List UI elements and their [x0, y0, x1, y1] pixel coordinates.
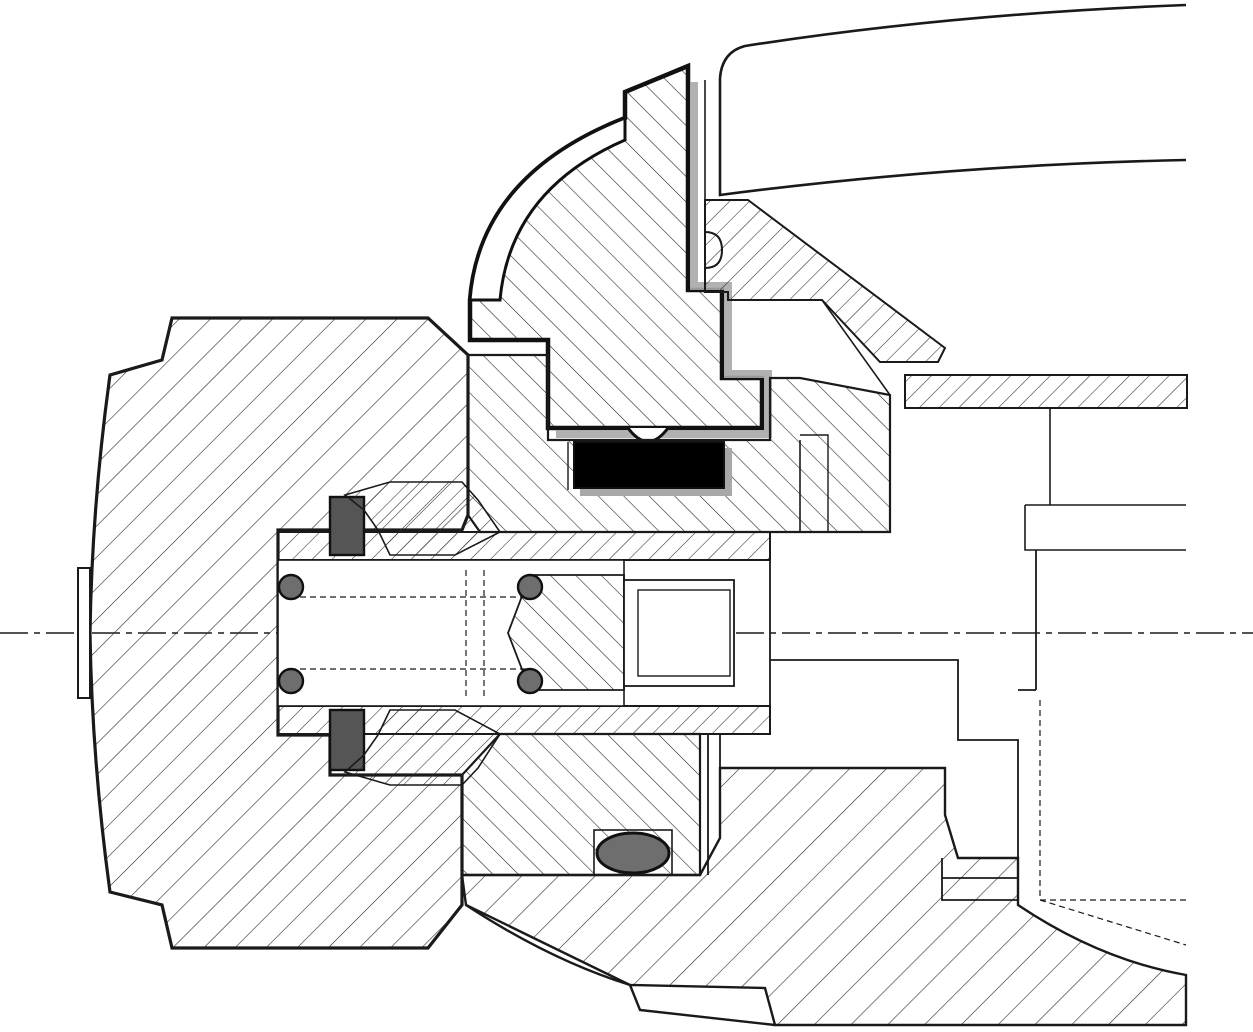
valve-cone: [507, 574, 625, 691]
top-plate: [904, 374, 1188, 409]
right-step: [1024, 504, 1186, 551]
housing-groove: [800, 434, 829, 532]
lower-retainer: [343, 709, 502, 786]
right-stepped-structure: [700, 531, 1037, 901]
ball-upper-right: [516, 573, 544, 601]
lower-body: [460, 766, 1188, 1027]
ball-lower-left: [277, 667, 305, 695]
small-retainer-clip: [704, 231, 724, 269]
lower-skirt: [465, 903, 776, 1027]
ball-upper-left: [277, 573, 305, 601]
hidden-lines: [290, 570, 1187, 946]
square-seal-top: [328, 495, 366, 557]
ball-lower-right: [516, 667, 544, 695]
housing-inner-wall: [740, 299, 891, 533]
upper-right-wedge: [704, 199, 947, 363]
o-ring-lower: [595, 831, 671, 875]
valve-stem-inner: [637, 589, 731, 677]
upper-handle: [704, 3, 1187, 200]
knob-front-cap: [77, 567, 91, 699]
seal-ring: [573, 441, 725, 489]
upper-retainer: [343, 481, 502, 556]
bearing-balls: [277, 573, 544, 695]
dome-cap-lip: [468, 115, 627, 302]
